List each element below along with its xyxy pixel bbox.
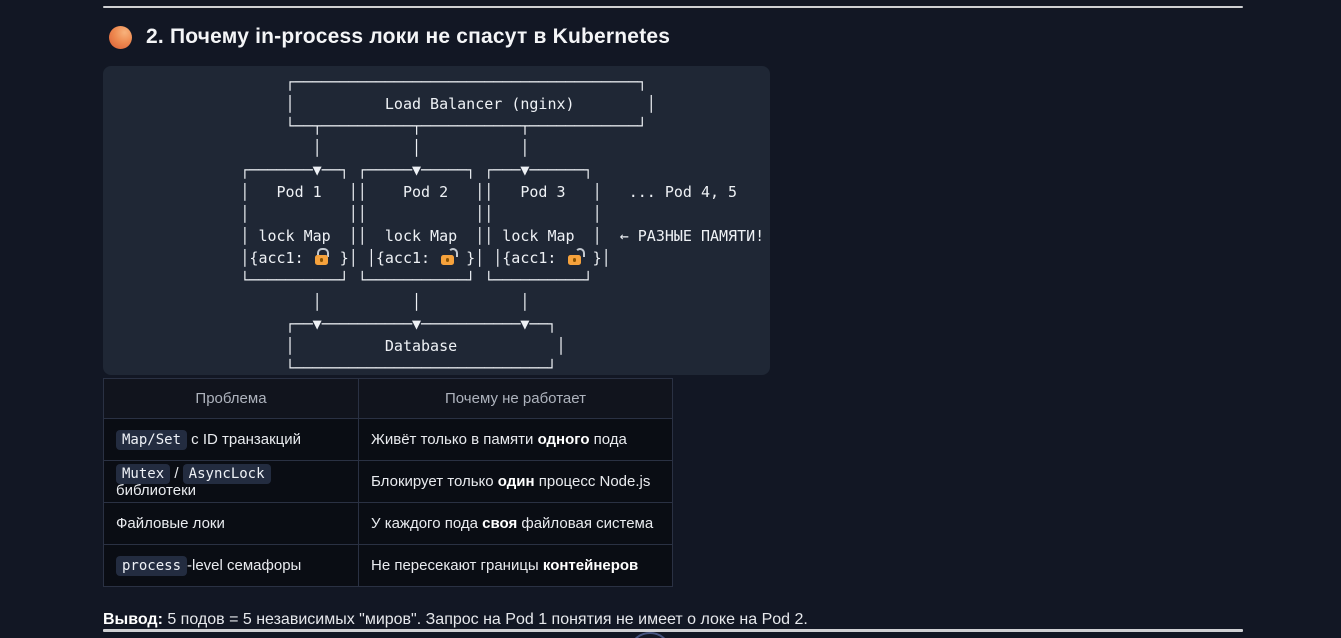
column-header-problem: Проблема — [103, 378, 359, 419]
cell-reason: Не пересекают границы контейнеров — [358, 544, 673, 587]
conclusion-text: Вывод: 5 подов = 5 независимых "миров". … — [103, 611, 808, 628]
table-row: Mutex / AsyncLock библиотеки Блокирует т… — [103, 460, 673, 503]
lock-open-icon — [566, 248, 585, 265]
cell-reason: У каждого пода своя файловая система — [358, 502, 673, 545]
section-heading: 2. Почему in-process локи не спасут в Ku… — [109, 25, 670, 49]
cell-problem: process-level семафоры — [103, 544, 359, 587]
cell-reason: Живёт только в памяти одного пода — [358, 418, 673, 461]
bottom-divider — [103, 629, 1243, 632]
lock-closed-icon — [313, 248, 331, 265]
section-title: 2. Почему in-process локи не спасут в Ku… — [146, 25, 671, 48]
top-divider — [103, 6, 1243, 8]
table-row: Файловые локи У каждого пода своя файлов… — [103, 502, 673, 545]
orange-circle-emoji — [109, 25, 132, 49]
cell-problem: Map/Set с ID транзакций — [103, 418, 359, 461]
cell-problem: Файловые локи — [103, 502, 359, 545]
ascii-architecture-diagram: ┌──────────────────────────────────────┐… — [123, 73, 765, 377]
table-header-row: Проблема Почему не работает — [103, 378, 673, 419]
cell-problem: Mutex / AsyncLock библиотеки — [103, 460, 359, 503]
diagram-panel: ┌──────────────────────────────────────┐… — [103, 66, 770, 377]
column-header-reason: Почему не работает — [358, 378, 673, 419]
partial-circle-decoration — [628, 632, 672, 638]
cell-reason: Блокирует только один процесс Node.js — [358, 460, 673, 503]
table-row: process-level семафоры Не пересекают гра… — [103, 544, 673, 587]
problems-table: Проблема Почему не работает Map/Set с ID… — [103, 378, 673, 587]
lock-open-icon — [439, 248, 459, 265]
table-row: Map/Set с ID транзакций Живёт только в п… — [103, 418, 673, 461]
